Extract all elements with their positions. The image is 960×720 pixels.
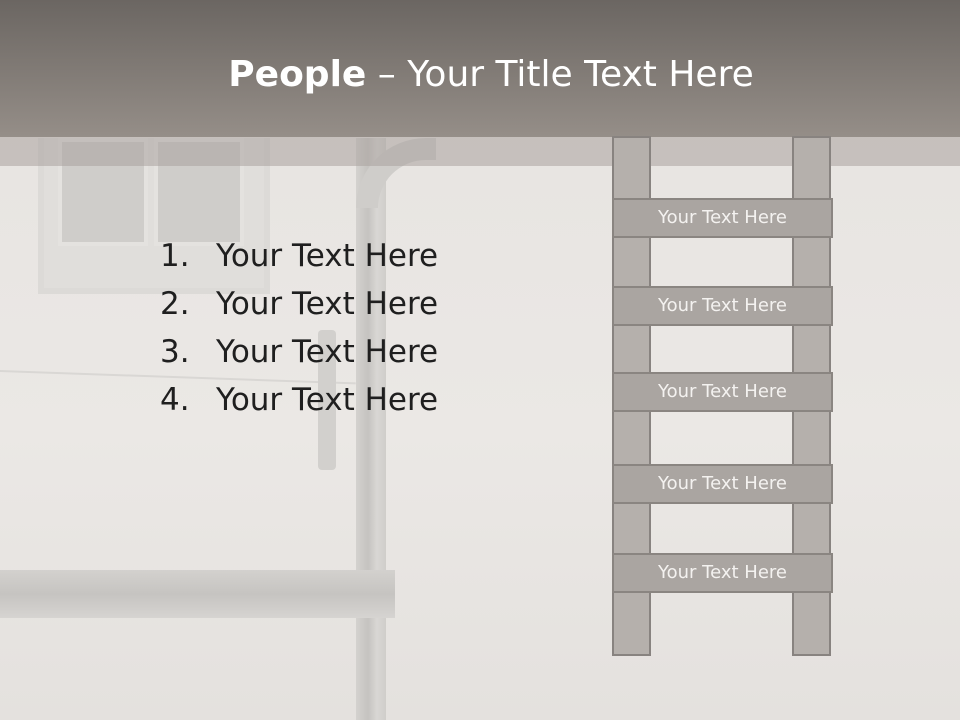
ladder-rung: Your Text Here xyxy=(612,372,833,412)
ladder-rung: Your Text Here xyxy=(612,198,833,238)
numbered-list: 1. Your Text Here 2. Your Text Here 3. Y… xyxy=(160,232,438,424)
ladder-rung: Your Text Here xyxy=(612,553,833,593)
title-rest: – Your Title Text Here xyxy=(366,54,754,95)
background-hinge xyxy=(318,330,336,470)
ladder-rung: Your Text Here xyxy=(612,286,833,326)
list-number: 4. xyxy=(160,382,190,418)
list-text: Your Text Here xyxy=(216,382,439,418)
list-text: Your Text Here xyxy=(216,286,439,322)
title-bold: People xyxy=(228,54,367,95)
list-text: Your Text Here xyxy=(216,238,439,274)
background-door-track xyxy=(356,138,386,720)
list-number: 1. xyxy=(160,238,190,274)
list-number: 3. xyxy=(160,334,190,370)
ladder-rung: Your Text Here xyxy=(612,464,833,504)
list-item: 2. Your Text Here xyxy=(160,280,438,328)
list-item: 1. Your Text Here xyxy=(160,232,438,280)
list-item: 3. Your Text Here xyxy=(160,328,438,376)
background-door-bar xyxy=(0,570,395,618)
list-item: 4. Your Text Here xyxy=(160,376,438,424)
slide-title: People – Your Title Text Here xyxy=(0,50,960,100)
list-number: 2. xyxy=(160,286,190,322)
list-text: Your Text Here xyxy=(216,334,439,370)
title-header xyxy=(0,0,960,137)
